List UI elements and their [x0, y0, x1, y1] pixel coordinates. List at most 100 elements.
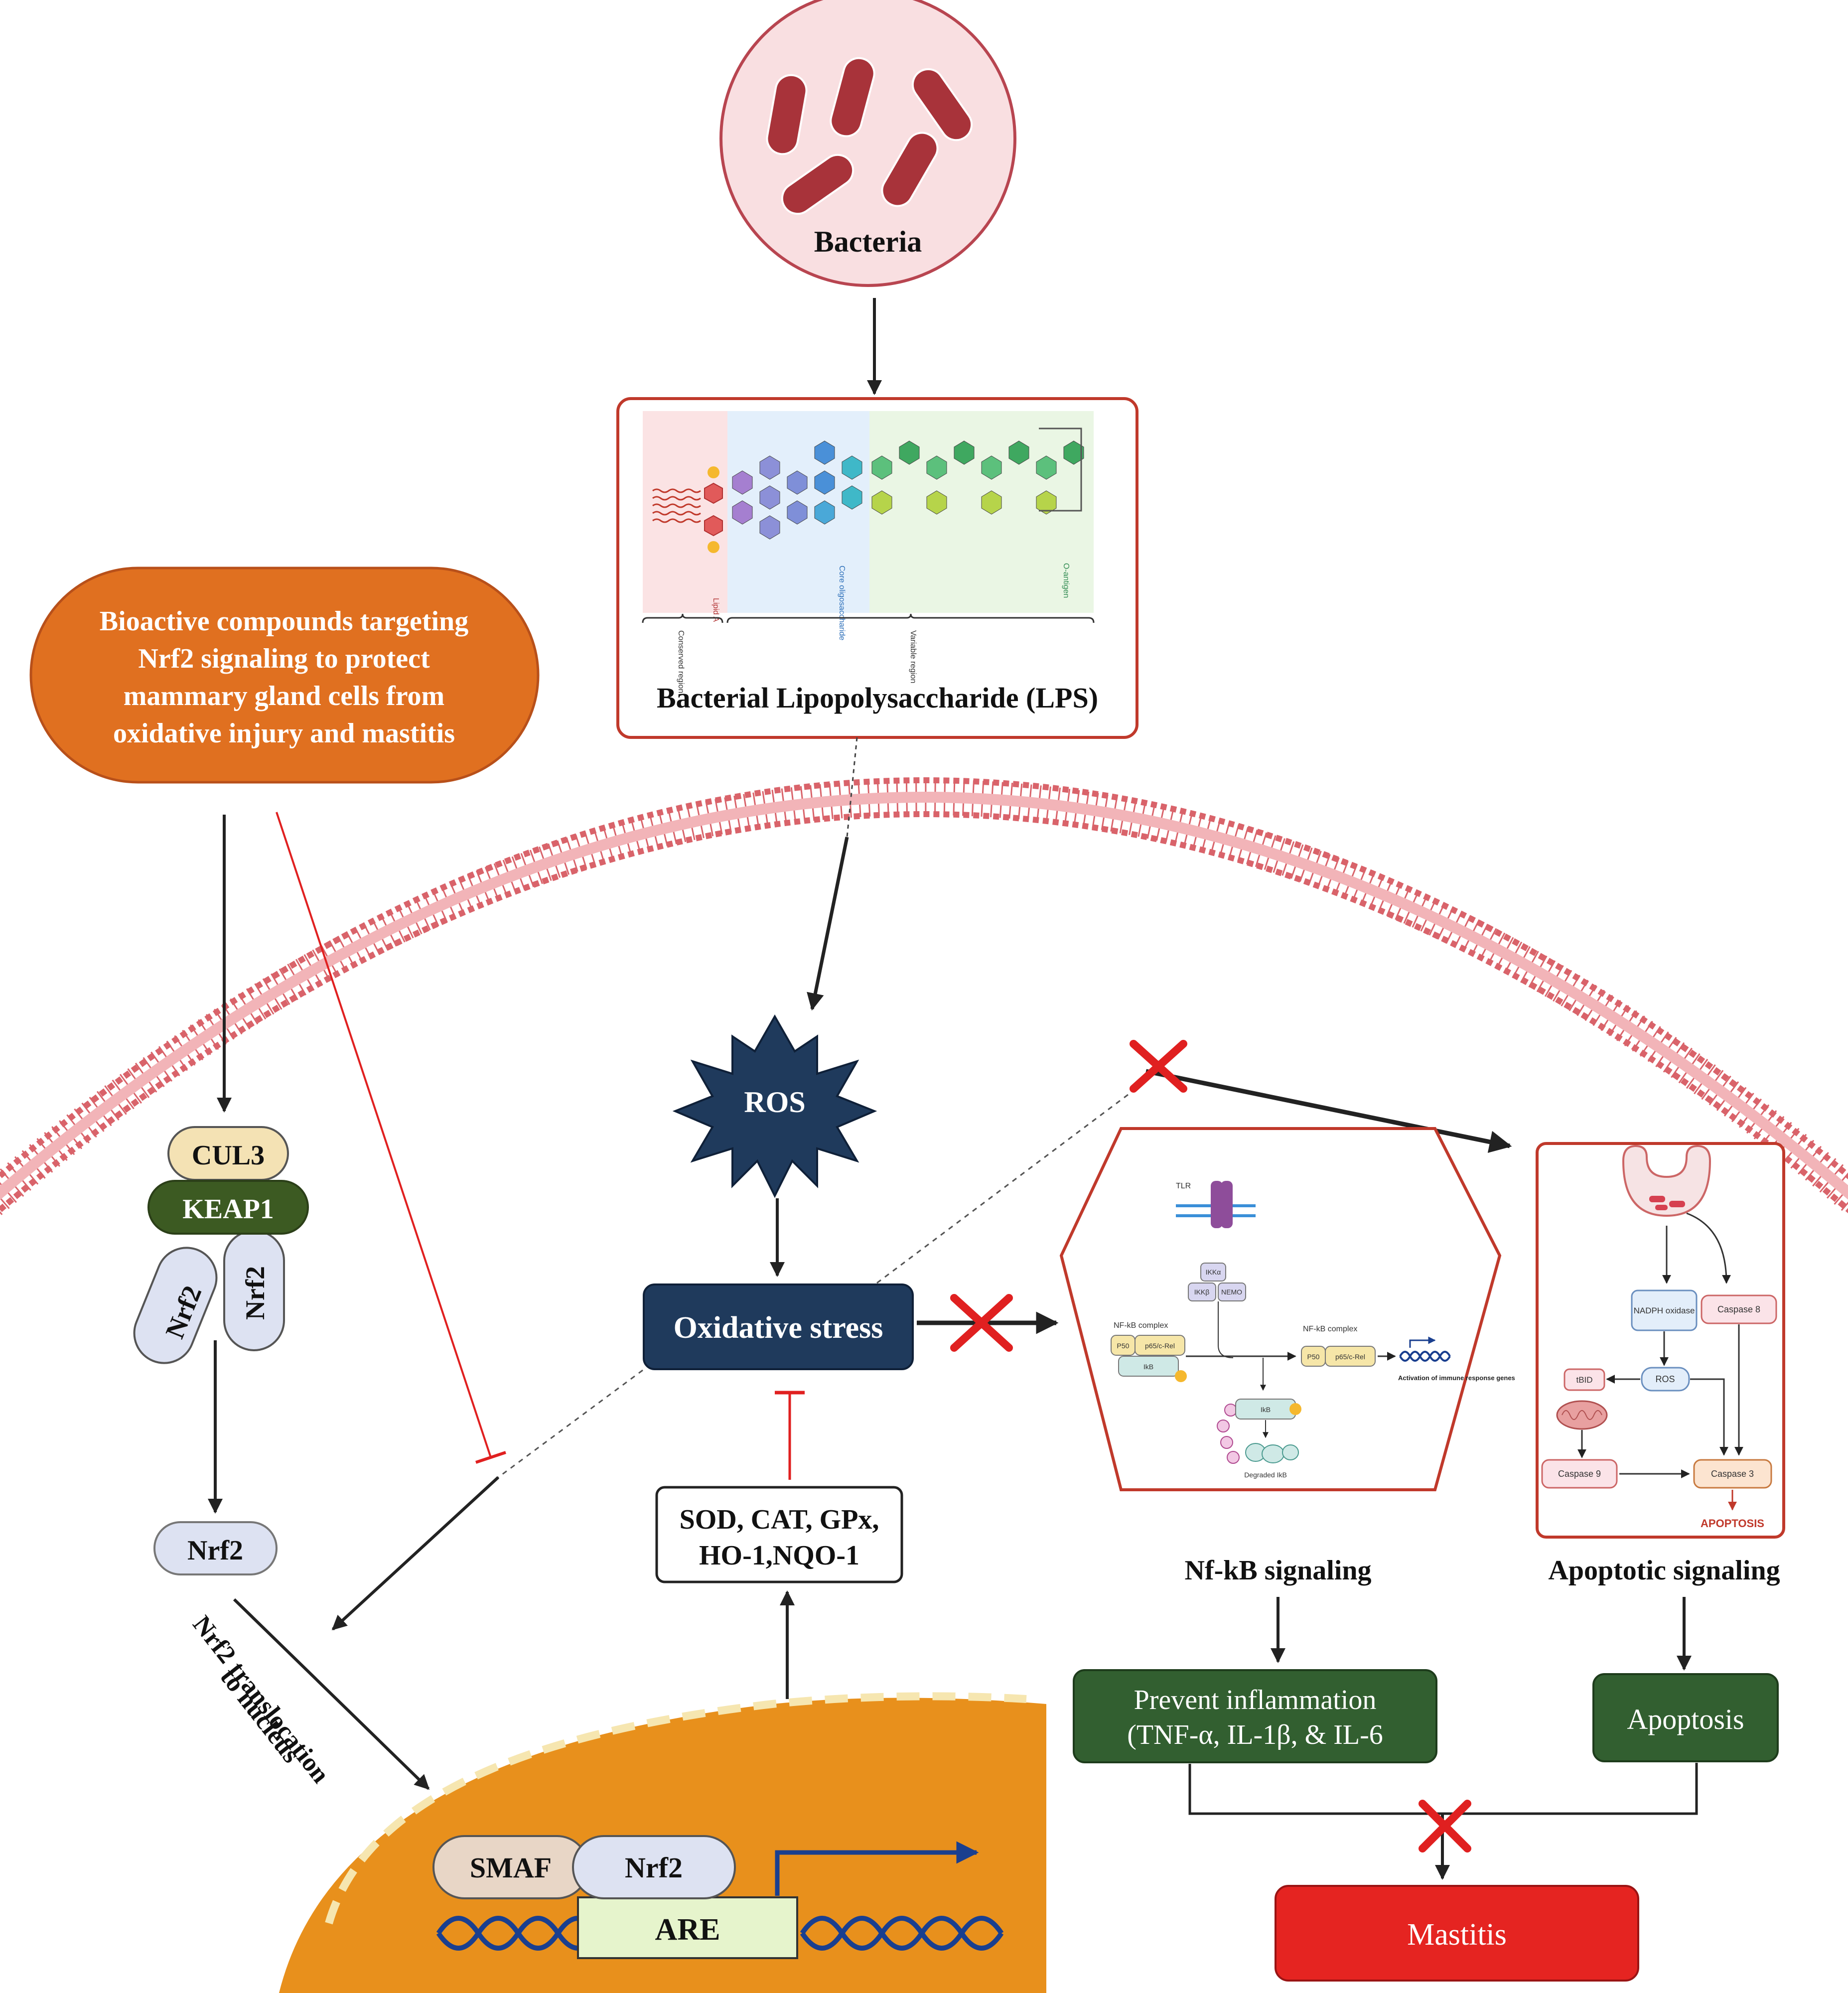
caspase8	[1701, 1294, 1777, 1324]
bacteria-label: Bacteria	[814, 225, 922, 258]
ros-mini	[1641, 1367, 1690, 1392]
ros-burst-icon	[672, 1014, 877, 1198]
nfkb-receptor-label: TLR	[1176, 1182, 1191, 1190]
arrow-lps-to-ros	[807, 837, 849, 1011]
nfkb-signaling-panel: TLR IKKα IKKβ NEMO NF-kB complex P50 p65…	[1059, 1127, 1515, 1491]
connector-oxidative-to-apoptotic-dashed	[876, 1080, 1146, 1284]
antioxidants-line-1: SOD, CAT, GPx,	[680, 1504, 879, 1535]
bioactive-compounds-node: Bioactive compounds targeting Nrf2 signa…	[29, 567, 540, 784]
connector-outcomes-to-mastitis	[1188, 1763, 1698, 1815]
p65-left	[1135, 1335, 1185, 1356]
nrf2-nuclear-label: Nrf2	[625, 1851, 683, 1884]
are-label: ARE	[655, 1913, 720, 1947]
antioxidants-line-2: HO-1,NQO-1	[699, 1540, 859, 1571]
gene-dna-icon	[1399, 1351, 1451, 1362]
nrf2-nuclear-node: Nrf2	[572, 1835, 736, 1899]
o-antigen-hexagons	[871, 440, 1084, 515]
inhibit-antioxidants-oxidative	[775, 1391, 805, 1480]
apoptosis-mini-label: APOPTOSIS	[1701, 1517, 1764, 1530]
mastitis-label: Mastitis	[1407, 1918, 1507, 1952]
nadph-oxidase	[1631, 1289, 1698, 1331]
tbid	[1564, 1368, 1605, 1391]
arrow-to-apoptotic-signaling	[1145, 1069, 1512, 1153]
nrf2-free-node: Nrf2	[153, 1521, 278, 1575]
oxidative-stress-label: Oxidative stress	[674, 1311, 883, 1345]
nfkb-complex-right-title: NF-kB complex	[1303, 1325, 1357, 1333]
nfkb-complex-left-title: NF-kB complex	[1114, 1321, 1168, 1330]
lps-region-lipid-a: Lipid A	[711, 598, 720, 622]
smaf-label: SMAF	[470, 1851, 552, 1884]
block-x-nfkb	[950, 1294, 1013, 1352]
nrf2-free-label: Nrf2	[187, 1535, 243, 1566]
endosome-icon	[1622, 1144, 1711, 1217]
block-x-apoptotic	[1130, 1040, 1187, 1093]
ikb-left	[1118, 1356, 1179, 1377]
bacteria-node: Bacteria	[719, 0, 1016, 287]
apoptosis-node: Apoptosis	[1592, 1673, 1779, 1762]
bioactive-line-1: Bioactive compounds targeting	[100, 606, 468, 637]
ikk-beta-label: IKKβ	[1194, 1288, 1210, 1296]
prevent-line-1: Prevent inflammation	[1134, 1685, 1377, 1715]
arrow-oxidative-to-translocation	[331, 1476, 500, 1631]
nemo	[1218, 1282, 1246, 1301]
mastitis-node: Mastitis	[1275, 1885, 1639, 1982]
connector-oxidative-to-translocation-dashed	[498, 1369, 643, 1478]
lps-brace-variable: Variable region	[909, 630, 917, 683]
rod-bacteria-icon	[766, 57, 973, 215]
nadph-oxidase-label: NADPH oxidase	[1634, 1306, 1695, 1315]
ros-mini-label: ROS	[1655, 1374, 1675, 1384]
apoptotic-signaling-panel: NADPH oxidase Caspase 8 ROS tBID Caspase…	[1536, 1142, 1785, 1539]
ikk-alpha-label: IKKα	[1206, 1268, 1221, 1276]
lipid-a-hexagons	[704, 482, 723, 537]
core-hexagons	[732, 440, 862, 540]
keap1-pill	[147, 1180, 309, 1235]
antioxidant-enzymes-node: SOD, CAT, GPx, HO-1,NQO-1	[655, 1486, 903, 1583]
lps-brace-conserved: Conserved region	[677, 630, 685, 693]
ikk-beta	[1188, 1282, 1216, 1301]
transcription-arrow	[775, 1841, 979, 1896]
smaf-node: SMAF	[432, 1835, 589, 1899]
ikk-alpha	[1200, 1263, 1226, 1281]
caspase9-label: Caspase 9	[1558, 1469, 1601, 1479]
cul3-label: CUL3	[192, 1140, 265, 1171]
cell-membrane	[0, 777, 1848, 1217]
are-node: ARE	[577, 1896, 798, 1959]
caspase9	[1541, 1459, 1618, 1489]
ros-node: ROS	[672, 1014, 877, 1198]
nemo-label: NEMO	[1221, 1288, 1242, 1296]
mitochondrion-icon	[1556, 1400, 1608, 1430]
bioactive-line-4: oxidative injury and mastitis	[113, 718, 455, 749]
prevent-line-2: (TNF-α, IL-1β, & IL-6	[1127, 1719, 1383, 1750]
p65-left-label: p65/c-Rel	[1145, 1342, 1175, 1350]
bioactive-line-2: Nrf2 signaling to protect	[138, 643, 430, 674]
arrow-nrf2-translocation	[233, 1598, 430, 1790]
caspase8-label: Caspase 8	[1717, 1304, 1760, 1314]
oxidative-stress-node: Oxidative stress	[643, 1283, 914, 1370]
tlr-receptor-icon	[1176, 1181, 1256, 1228]
p50-right-label: P50	[1307, 1353, 1320, 1361]
connector-lps-to-ros-dashed	[846, 737, 858, 838]
tbid-label: tBID	[1576, 1375, 1592, 1385]
nfkb-caption: Nf-kB signaling	[1185, 1555, 1372, 1586]
p65-right-label: p65/c-Rel	[1335, 1353, 1365, 1361]
prevent-inflammation-node: Prevent inflammation (TNF-α, IL-1β, & IL…	[1073, 1669, 1437, 1763]
ros-label: ROS	[744, 1086, 805, 1119]
p65-right	[1325, 1346, 1376, 1367]
keap1-label: KEAP1	[182, 1194, 274, 1225]
apoptosis-label: Apoptosis	[1627, 1703, 1744, 1735]
p50-left-label: P50	[1117, 1342, 1130, 1350]
nfkb-activation-label: Activation of immune response genes	[1398, 1374, 1515, 1382]
apoptotic-caption: Apoptotic signaling	[1548, 1555, 1780, 1586]
degraded-fragments-icon	[1245, 1443, 1299, 1463]
ikb-left-label: IkB	[1143, 1363, 1153, 1371]
ikb-degradation-label: IkB	[1261, 1406, 1271, 1414]
keap1-complex: Nrf2 Nrf2 CUL3 KEAP1	[133, 1126, 309, 1364]
dna-strand-icon	[436, 1916, 1004, 1951]
block-x-mastitis	[1419, 1800, 1471, 1852]
lps-region-o-antigen: O-antigen	[1062, 563, 1070, 598]
ubiquitin-icon	[1217, 1404, 1240, 1464]
lps-node: Lipid A Core oligosaccharide O-antigen C…	[616, 397, 1138, 739]
inhibit-bioactive-translocation	[276, 812, 506, 1464]
caspase3-label: Caspase 3	[1711, 1469, 1754, 1479]
